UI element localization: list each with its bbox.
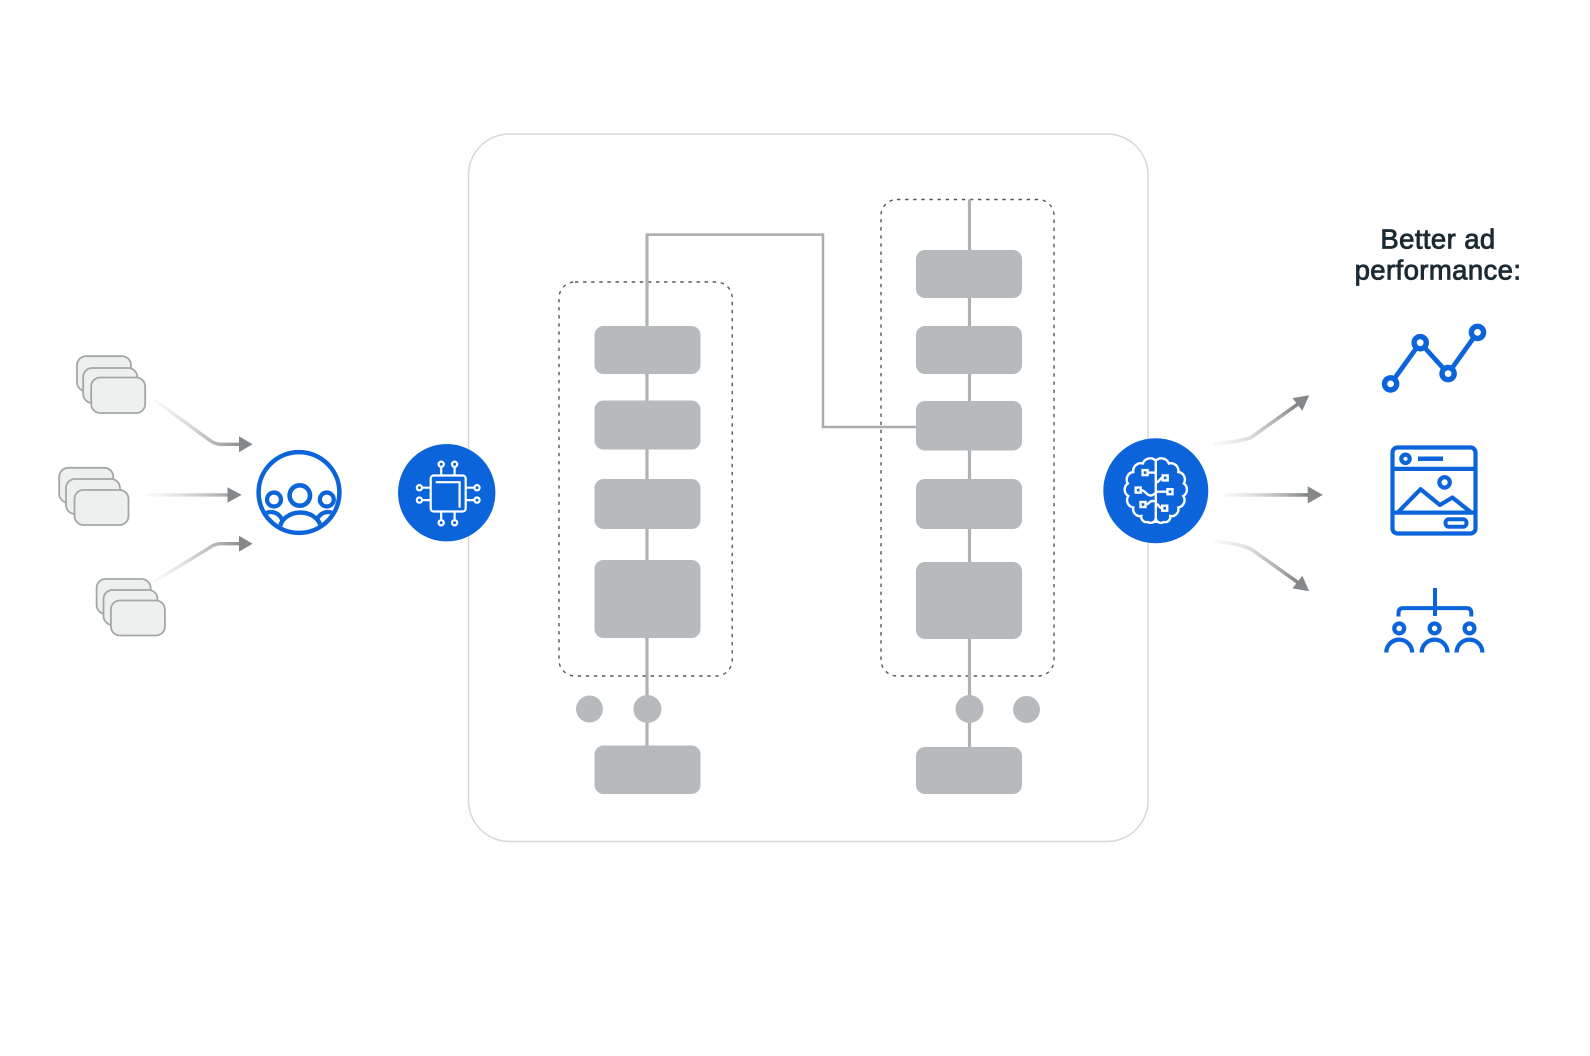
svg-text:Better ad: Better ad <box>1380 224 1495 255</box>
svg-text:performance:: performance: <box>1355 255 1522 286</box>
